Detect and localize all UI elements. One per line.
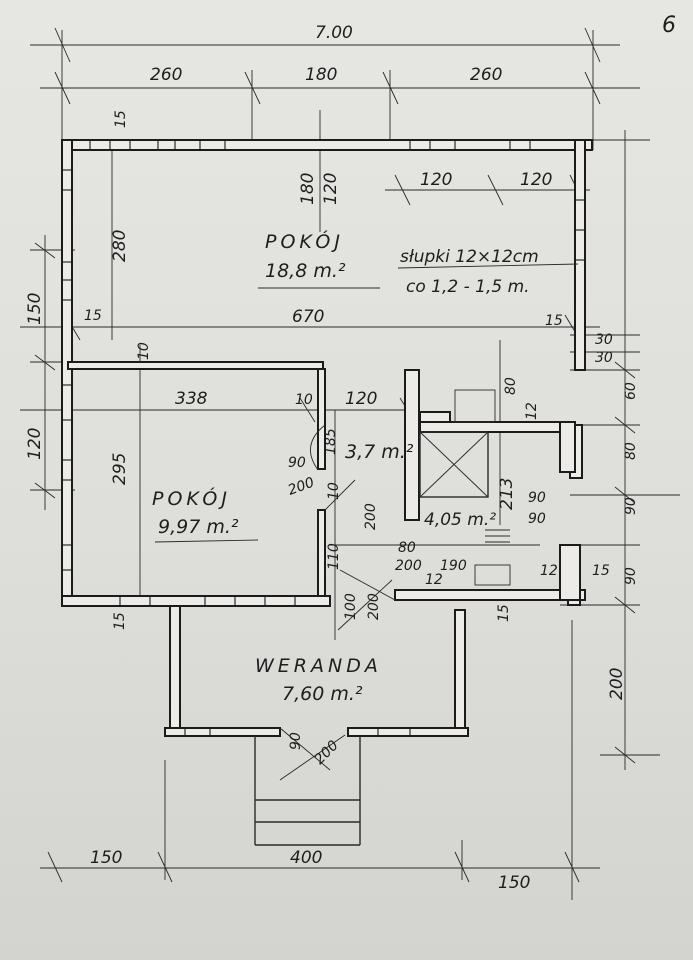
dim-r80: 80 [623,442,639,460]
dim-d200d: 200 [312,738,342,768]
room-left-area: 9,97 m.² [158,516,239,538]
dim-d90b: 90 [528,490,546,506]
dim-top-mid: 180 [305,65,337,85]
room-main-name: POKÓJ [265,229,344,253]
dim-d15r: 15 [592,563,610,579]
dim-w338: 338 [175,389,208,409]
dim-d100: 100 [343,593,359,620]
dim-left-150: 150 [25,293,45,325]
page-number: 6 [662,13,676,38]
dim-d80b: 80 [398,540,416,556]
window-marks [62,140,585,736]
dim-d12a: 12 [524,402,540,420]
dim-d90d: 90 [288,732,304,750]
dim-w10: 10 [295,392,313,408]
dim-d12c: 12 [540,563,558,579]
dim-d15b: 15 [496,604,512,622]
dim-d90c: 90 [528,511,546,527]
dim-d80: 80 [503,377,519,395]
dim-main-15-right: 15 [545,313,563,329]
dim-d190: 190 [440,558,467,574]
dim-t15-top: 15 [113,110,129,128]
room-veranda-area: 7,60 m.² [282,683,363,705]
dim-d110: 110 [326,543,342,570]
dim-top-right: 260 [470,65,502,85]
dim-d10c: 10 [326,482,342,500]
dim-bottom-left: 150 [90,848,122,868]
dim-d213: 213 [497,478,517,510]
dim-d200a: 200 [286,475,317,499]
dim-main-width: 670 [292,307,324,327]
dim-main-280: 280 [110,230,130,262]
dim-d200c: 200 [395,558,422,574]
dim-top-left: 260 [150,65,182,85]
dimension-lines [20,27,680,900]
posts-note-line1: słupki 12×12cm [400,247,539,267]
stair-shaft [419,389,511,586]
dim-main-15-left: 15 [84,308,102,324]
room-left-name: POKÓJ [152,486,231,510]
room-main-area: 18,8 m.² [265,260,346,282]
dim-d90a: 90 [288,455,306,471]
dim-left-120: 120 [25,428,45,460]
dim-r90b: 90 [623,567,639,585]
room-stair-area: 4,05 m.² [424,510,496,530]
door-swings [279,424,396,781]
dim-d12b: 12 [425,572,443,588]
entrance-steps [254,736,361,846]
dim-r30a: 30 [595,332,613,348]
dim-h295: 295 [110,453,130,485]
dim-bottom-mid: 400 [290,848,322,868]
dim-win-right-a: 120 [420,170,452,190]
dim-top-total: 7.00 [315,23,353,43]
labels: 6 7.00 260 180 260 120 120 180 120 15 15… [25,13,676,893]
dim-r60: 60 [623,382,639,400]
dim-d200b: 200 [366,593,382,620]
room-bath-area: 3,7 m.² [345,441,414,463]
dim-bottom-right: 150 [498,873,530,893]
room-veranda-name: WERANDA [255,655,382,677]
dim-r30b: 30 [595,350,613,366]
dim-d185: 185 [323,428,339,455]
dim-r90a: 90 [623,497,639,515]
dim-w10b: 10 [136,342,152,360]
dim-d200e: 200 [363,503,379,530]
dim-win-mid-120: 120 [321,173,341,205]
dim-r200: 200 [607,668,627,700]
posts-note-line2: co 1,2 - 1,5 m. [406,277,530,297]
dim-win-mid-180: 180 [298,173,318,205]
dim-d15bl: 15 [112,612,128,630]
dim-win-right-b: 120 [520,170,552,190]
walls [61,139,593,737]
dim-w120: 120 [345,389,377,409]
